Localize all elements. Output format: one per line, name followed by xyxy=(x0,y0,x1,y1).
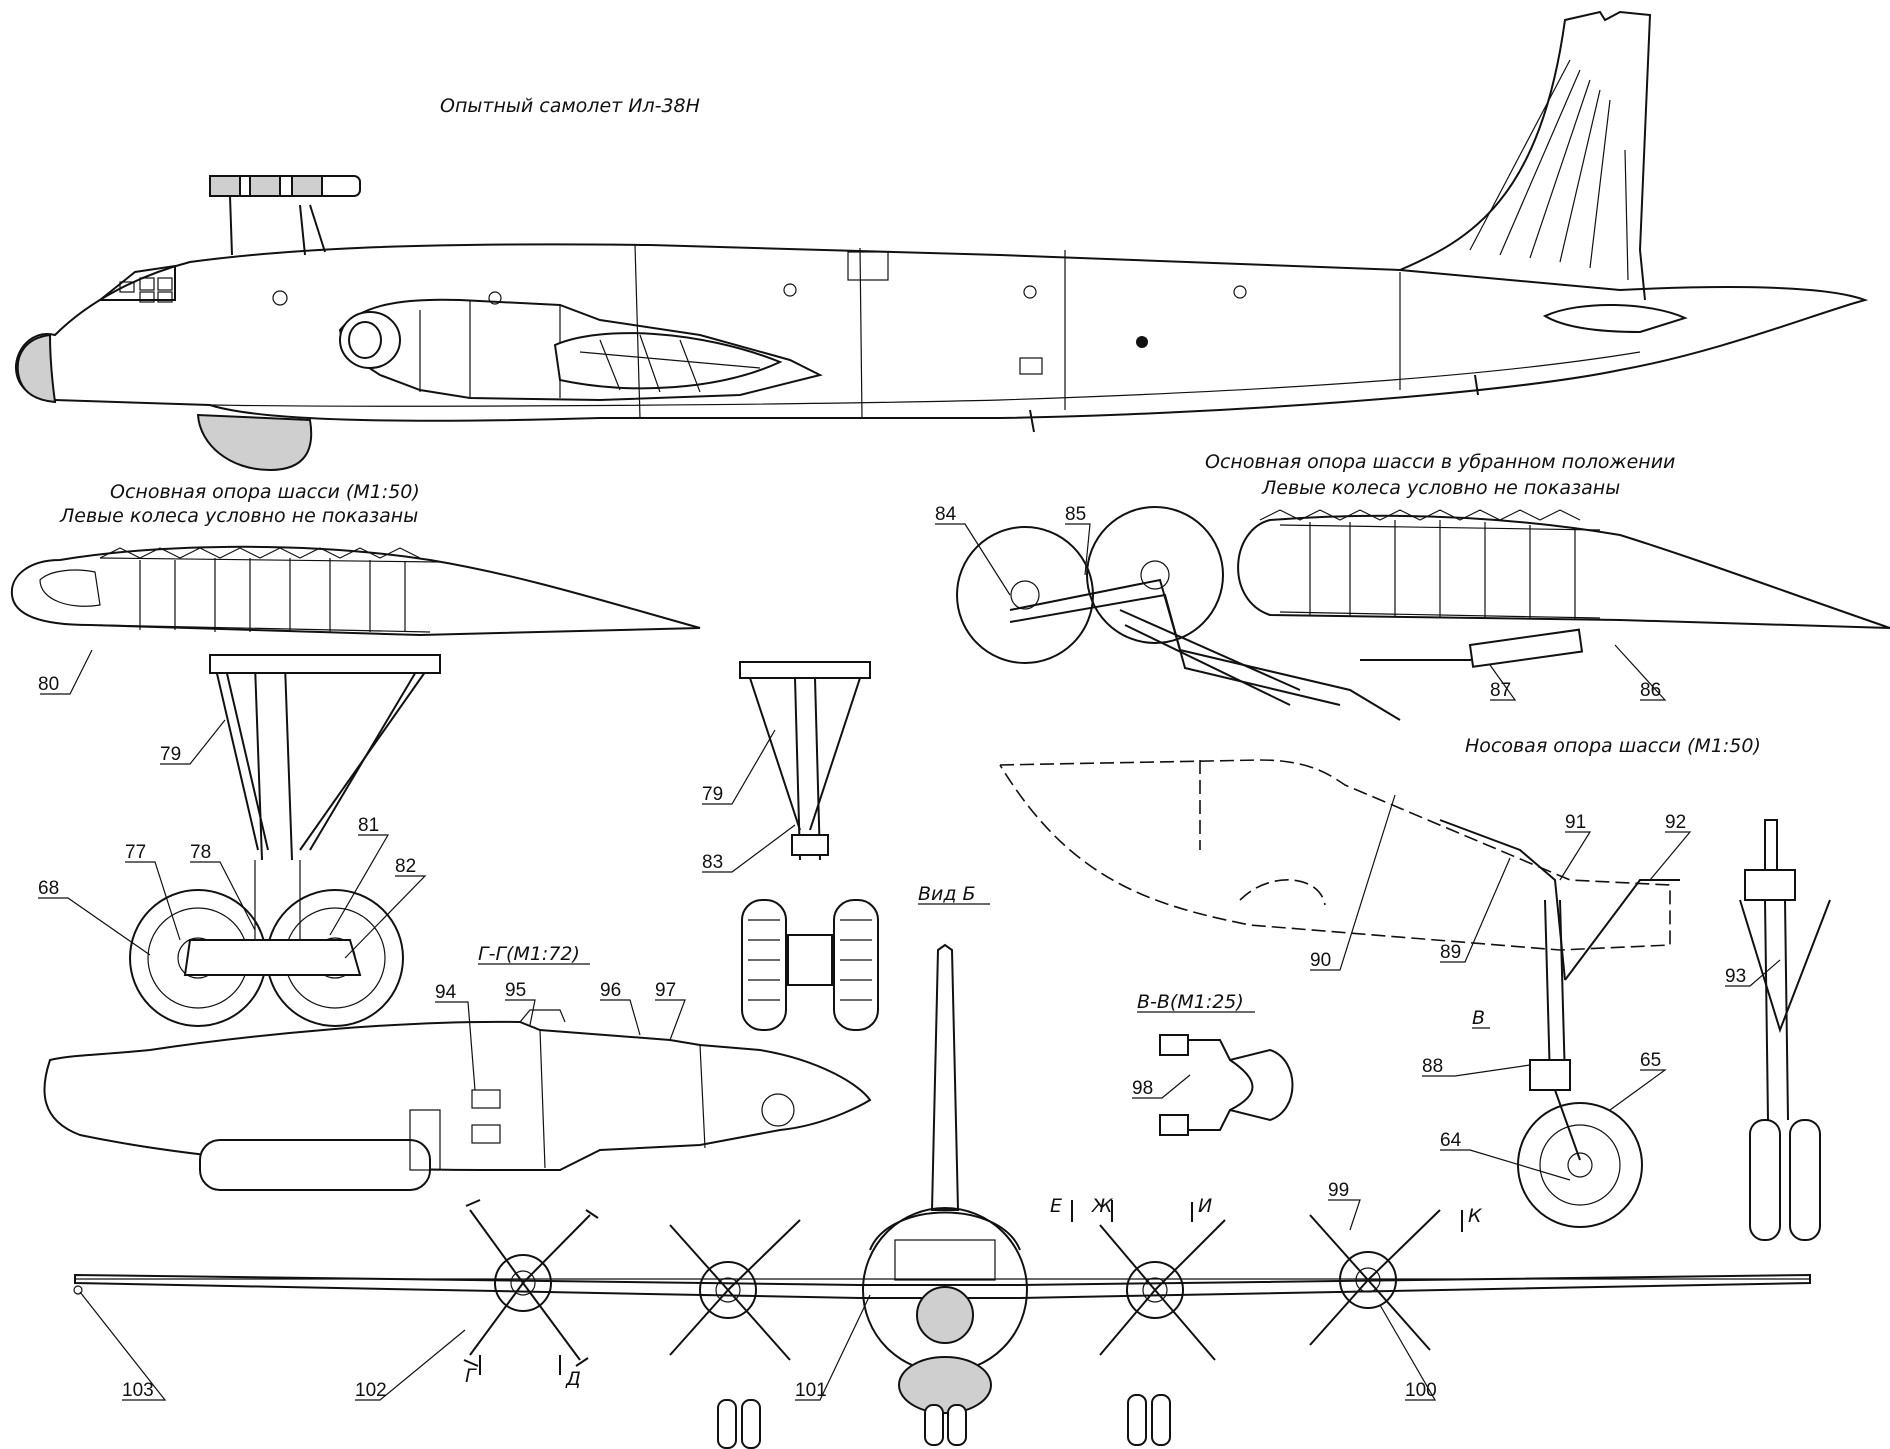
title-retracted-note: Левые колеса условно не показаны xyxy=(1261,477,1620,499)
callout-84: 84 xyxy=(935,504,957,525)
callout-68: 68 xyxy=(38,878,59,899)
callout-78: 78 xyxy=(190,842,211,863)
callout-80: 80 xyxy=(38,674,59,695)
callout-102: 102 xyxy=(355,1380,387,1401)
callout-93: 93 xyxy=(1725,966,1746,987)
mark-k: К xyxy=(1468,1205,1483,1227)
title-retracted-gear: Основная опора шасси в убранном положени… xyxy=(1205,451,1675,473)
callout-83: 83 xyxy=(702,852,723,873)
callout-87: 87 xyxy=(1490,680,1511,701)
callout-85: 85 xyxy=(1065,504,1086,525)
title-section-gg: Г-Г(М1:72) xyxy=(478,943,580,965)
title-view-b: Вид Б xyxy=(918,883,976,905)
title-nose-gear: Носовая опора шасси (М1:50) xyxy=(1465,735,1761,757)
callout-103: 103 xyxy=(122,1380,154,1401)
retracted-gear-view xyxy=(956,506,1890,721)
callout-88: 88 xyxy=(1422,1056,1443,1077)
callout-96: 96 xyxy=(600,980,621,1001)
callout-89: 89 xyxy=(1440,942,1461,963)
callout-99: 99 xyxy=(1328,1180,1349,1201)
mark-zh: Ж xyxy=(1091,1195,1114,1217)
callout-101: 101 xyxy=(795,1380,827,1401)
callout-100: 100 xyxy=(1405,1380,1437,1401)
title-main-gear: Основная опора шасси (М1:50) xyxy=(110,481,420,503)
callout-77: 77 xyxy=(125,842,146,863)
callout-97: 97 xyxy=(655,980,676,1001)
callout-86: 86 xyxy=(1640,680,1661,701)
mark-g: Г xyxy=(465,1365,477,1387)
title-main: Опытный самолет Ил-38Н xyxy=(440,95,700,117)
callout-64: 64 xyxy=(1440,1130,1462,1151)
callout-82: 82 xyxy=(395,856,416,877)
callout-65: 65 xyxy=(1640,1050,1661,1071)
callout-98: 98 xyxy=(1132,1078,1153,1099)
side-view-aircraft xyxy=(14,10,1869,472)
callout-leaders xyxy=(38,523,1781,1401)
mark-i: И xyxy=(1198,1195,1212,1217)
nose-gear-front-view xyxy=(1739,819,1831,1241)
title-main-gear-note: Левые колеса условно не показаны xyxy=(59,505,418,527)
callout-79: 79 xyxy=(160,744,181,765)
engine-1 xyxy=(463,1199,599,1367)
engine-2 xyxy=(669,1219,801,1361)
main-gear-view xyxy=(10,545,701,1027)
callout-92: 92 xyxy=(1665,812,1686,833)
callout-79-side: 79 xyxy=(702,784,723,805)
section-vv-detail xyxy=(1159,1034,1294,1136)
callout-94: 94 xyxy=(435,982,457,1003)
engine-3 xyxy=(1099,1219,1226,1361)
front-view-aircraft xyxy=(73,943,1811,1449)
main-gear-side-view xyxy=(739,661,879,1031)
callout-91: 91 xyxy=(1565,812,1586,833)
title-section-vv: В-В(М1:25) xyxy=(1137,991,1244,1013)
callout-95: 95 xyxy=(505,980,526,1001)
mark-d: Д xyxy=(565,1368,581,1390)
callout-81: 81 xyxy=(358,815,379,836)
mark-v: В xyxy=(1472,1007,1485,1029)
callout-90: 90 xyxy=(1310,950,1331,971)
mark-e: Е xyxy=(1050,1195,1062,1217)
engine-4 xyxy=(1309,1209,1441,1351)
nacelle-section-gg xyxy=(43,1009,872,1191)
